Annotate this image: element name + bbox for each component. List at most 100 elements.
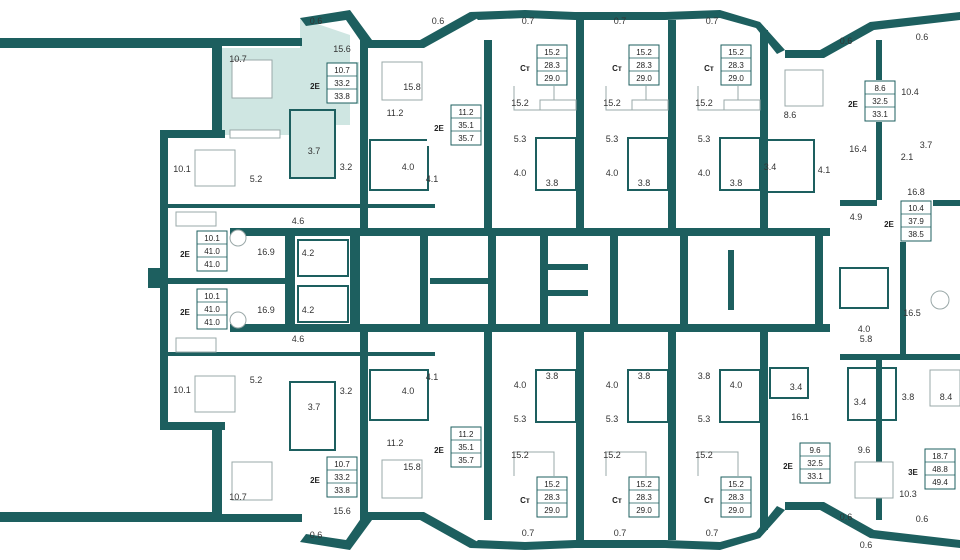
apartment-type-label: 2Е xyxy=(180,250,190,259)
info-box-frame xyxy=(326,456,358,498)
total-area-value: 32.5 xyxy=(807,459,823,468)
apartment-type-label: Ст xyxy=(704,64,714,73)
room-area-label: 10.4 xyxy=(901,87,919,97)
total-area-with-balcony-value: 41.0 xyxy=(204,260,220,269)
wall xyxy=(488,236,496,324)
room-area-label: 3.7 xyxy=(308,146,321,156)
total-area-value: 28.3 xyxy=(728,61,744,70)
wall xyxy=(148,268,162,288)
wall xyxy=(484,330,492,520)
living-area-value: 15.2 xyxy=(544,480,560,489)
room-area-label: 8.4 xyxy=(940,392,953,402)
total-area-with-balcony-value: 29.0 xyxy=(728,506,744,515)
room-area-label: 16.9 xyxy=(257,247,275,257)
room-area-label: 3.8 xyxy=(698,371,711,381)
room-area-label: 9.6 xyxy=(858,445,871,455)
sofa-icon xyxy=(175,211,217,227)
wall xyxy=(484,40,492,230)
room-area-label: 4.6 xyxy=(292,334,305,344)
room-area-label: 15.8 xyxy=(403,462,421,472)
total-area-value: 33.2 xyxy=(334,473,350,482)
bathroom xyxy=(847,367,897,421)
info-box-frame xyxy=(799,442,831,484)
bathroom xyxy=(535,137,577,191)
left-terrace-bottom-wall xyxy=(0,512,222,522)
room-area-label: 0.7 xyxy=(522,528,535,538)
domclick-logo-icon xyxy=(22,525,44,548)
room-area-label: 3.8 xyxy=(546,178,559,188)
apartment-type-label: 2Е xyxy=(310,82,320,91)
interior-walls xyxy=(165,20,960,540)
room-area-label: 3.8 xyxy=(638,371,651,381)
apartment-type-label: 2Е xyxy=(434,124,444,133)
apartment-type-label: Ст xyxy=(520,64,530,73)
bathroom xyxy=(719,137,761,191)
apartment-info-box[interactable]: 2Е9.632.533.1 xyxy=(776,442,832,484)
room-area-label: 3.8 xyxy=(546,371,559,381)
bed-icon xyxy=(194,149,236,187)
room-area-label: 10.1 xyxy=(173,385,191,395)
room-area-label: 5.3 xyxy=(514,414,527,424)
room-area-label: 4.0 xyxy=(858,324,871,334)
bathroom xyxy=(765,139,815,193)
apartment-info-box[interactable]: 2Е8.632.533.1 xyxy=(841,80,897,122)
bed-icon xyxy=(231,461,273,501)
info-box-frame xyxy=(924,448,956,490)
total-area-value: 48.8 xyxy=(932,465,948,474)
living-area-value: 15.2 xyxy=(728,480,744,489)
room-area-label: 5.2 xyxy=(250,174,263,184)
info-box-frame xyxy=(720,44,752,86)
bathroom xyxy=(627,137,669,191)
wall xyxy=(900,206,906,354)
apartment-type-label: 2Е xyxy=(310,476,320,485)
room-area-label: 4.2 xyxy=(302,305,315,315)
bed-icon xyxy=(231,59,273,99)
apartment-info-boxes: 2Е10.733.233.82Е11.235.135.7Ст15.228.329… xyxy=(173,44,957,518)
living-area-value: 15.2 xyxy=(544,48,560,57)
apartment-type-label: Ст xyxy=(520,496,530,505)
info-box-frame xyxy=(720,476,752,518)
kitchen-counter-icon xyxy=(631,99,669,111)
room-area-label: 5.3 xyxy=(698,134,711,144)
apartment-type-label: Ст xyxy=(704,496,714,505)
total-area-with-balcony-value: 33.8 xyxy=(334,92,350,101)
room-area-label: 5.2 xyxy=(250,375,263,385)
room-area-label: 4.0 xyxy=(606,168,619,178)
wall xyxy=(222,514,302,522)
info-box-frame xyxy=(536,44,568,86)
room-area-label: 15.2 xyxy=(603,450,621,460)
room-area-label: 10.7 xyxy=(229,54,247,64)
room-area-label: 3.2 xyxy=(340,162,353,172)
info-box-frame xyxy=(536,476,568,518)
room-area-label: 4.0 xyxy=(402,386,415,396)
wall xyxy=(165,352,435,356)
living-area-value: 11.2 xyxy=(459,430,475,439)
room-area-label: 16.5 xyxy=(903,308,921,318)
living-area-value: 15.2 xyxy=(728,48,744,57)
bathroom xyxy=(289,109,336,179)
room-area-label: 3.4 xyxy=(764,162,777,172)
living-area-value: 18.7 xyxy=(932,452,948,461)
living-area-value: 15.2 xyxy=(636,48,652,57)
room-area-label: 3.8 xyxy=(730,178,743,188)
room-area-label: 4.6 xyxy=(292,216,305,226)
apartment-type-label: 2Е xyxy=(884,220,894,229)
selected-apartment-area[interactable] xyxy=(222,18,350,178)
bathroom xyxy=(627,369,669,423)
room-area-label: 0.7 xyxy=(614,528,627,538)
